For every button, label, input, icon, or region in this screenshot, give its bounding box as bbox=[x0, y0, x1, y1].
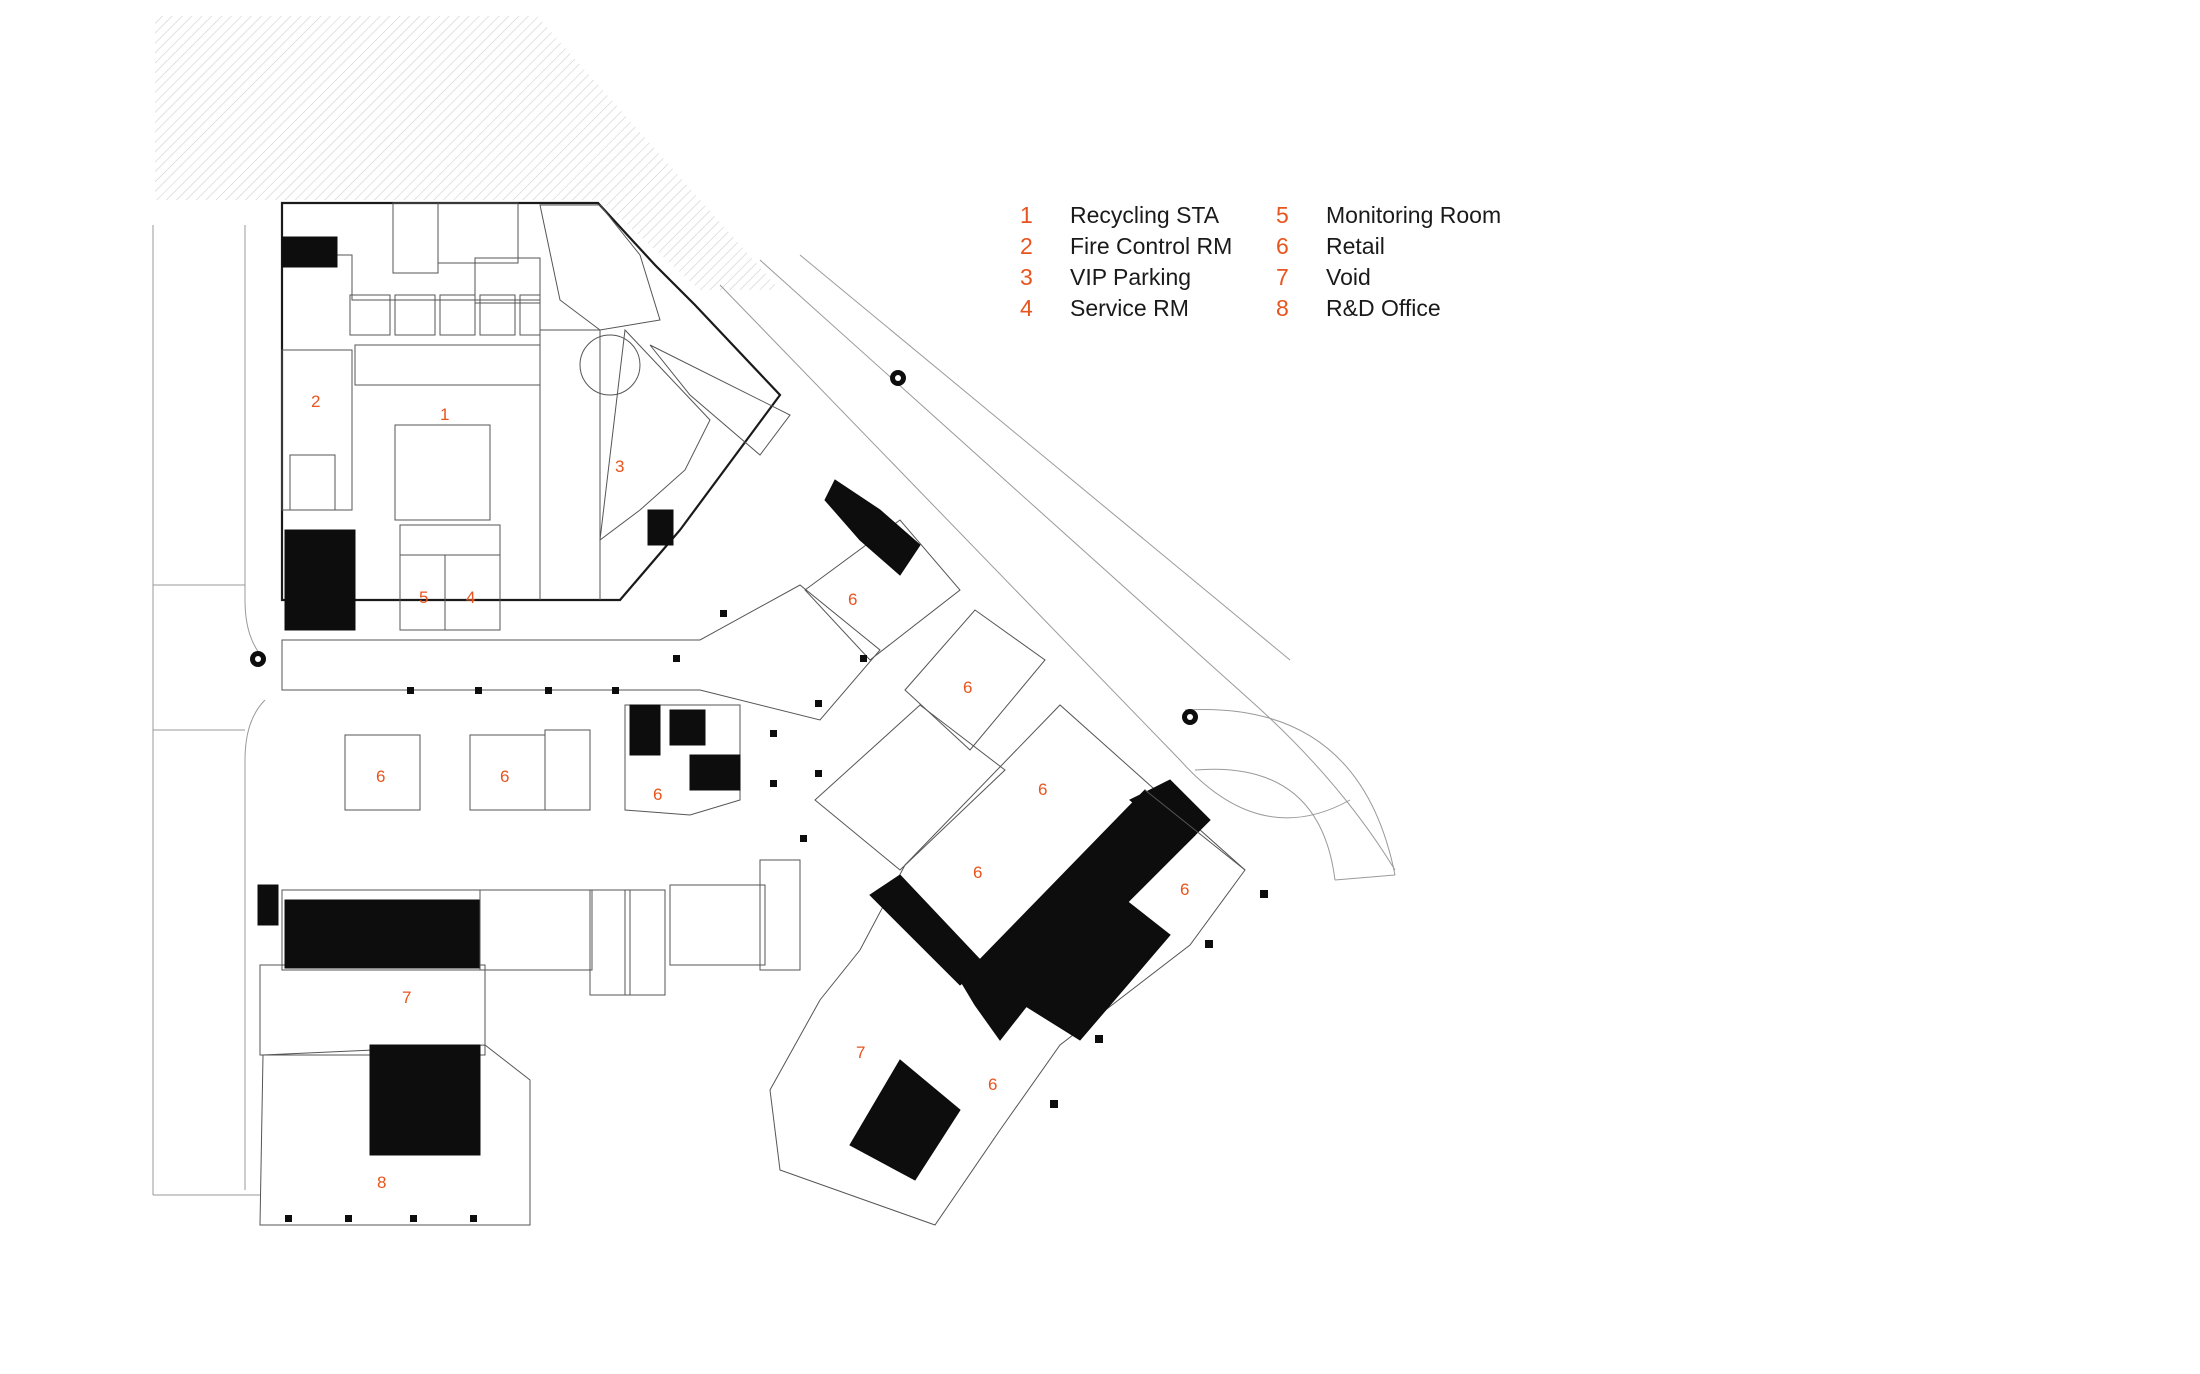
legend-label: Retail bbox=[1326, 232, 1385, 259]
legend-label: Service RM bbox=[1070, 294, 1189, 321]
southeast-building bbox=[769, 704, 1246, 1226]
room-label-retail: 6 bbox=[988, 1075, 997, 1094]
room-label-fire-control: 2 bbox=[311, 392, 320, 411]
legend-label: Monitoring Room bbox=[1326, 201, 1502, 228]
legend-label: Recycling STA bbox=[1070, 201, 1220, 228]
legend-number: 3 bbox=[1020, 263, 1033, 290]
legend-number: 5 bbox=[1276, 201, 1289, 228]
left-street-lines bbox=[152, 225, 266, 1196]
legend-number: 4 bbox=[1020, 294, 1033, 321]
legend-item: 1 Recycling STA bbox=[1020, 200, 1219, 230]
legend-item: 8 R&D Office bbox=[1276, 293, 1441, 323]
room-label-retail: 6 bbox=[973, 863, 982, 882]
legend-item: 6 Retail bbox=[1276, 231, 1385, 261]
legend-number: 6 bbox=[1276, 232, 1289, 259]
legend-label: VIP Parking bbox=[1070, 263, 1192, 290]
room-label-retail: 6 bbox=[1038, 780, 1047, 799]
legend-label: Void bbox=[1326, 263, 1371, 290]
legend-number: 2 bbox=[1020, 232, 1033, 259]
legend-number: 8 bbox=[1276, 294, 1289, 321]
legend-label: Fire Control RM bbox=[1070, 232, 1233, 259]
legend-item: 7 Void bbox=[1276, 262, 1371, 292]
legend-number: 7 bbox=[1276, 263, 1289, 290]
legend-item: 4 Service RM bbox=[1020, 293, 1189, 323]
room-labels: 1 2 3 4 5 6 6 6 6 6 6 6 6 6 7 7 8 bbox=[311, 392, 1189, 1192]
central-cores bbox=[629, 479, 921, 791]
hatched-landscape-area bbox=[155, 16, 780, 290]
room-label-rd-office: 8 bbox=[377, 1173, 386, 1192]
southwest-block bbox=[257, 884, 766, 1226]
legend-item: 5 Monitoring Room bbox=[1276, 200, 1501, 230]
right-road bbox=[719, 254, 1396, 881]
structural-columns bbox=[285, 610, 1268, 1222]
legend-number: 1 bbox=[1020, 201, 1033, 228]
room-label-monitoring: 5 bbox=[419, 588, 428, 607]
room-label-void: 7 bbox=[402, 988, 411, 1007]
room-label-vip-parking: 3 bbox=[615, 457, 624, 476]
legend: 1 Recycling STA 2 Fire Control RM 3 VIP … bbox=[1020, 200, 1540, 330]
room-label-retail: 6 bbox=[848, 590, 857, 609]
entrance-markers bbox=[250, 370, 1198, 725]
room-label-retail: 6 bbox=[1180, 880, 1189, 899]
legend-label: R&D Office bbox=[1326, 294, 1441, 321]
legend-item: 2 Fire Control RM bbox=[1020, 231, 1232, 261]
room-label-recycling: 1 bbox=[440, 405, 449, 424]
room-label-service: 4 bbox=[466, 588, 475, 607]
legend-item: 3 VIP Parking bbox=[1020, 262, 1191, 292]
room-label-retail: 6 bbox=[653, 785, 662, 804]
room-label-retail: 6 bbox=[500, 767, 509, 786]
room-label-retail: 6 bbox=[376, 767, 385, 786]
north-cores bbox=[281, 236, 674, 631]
room-label-retail: 6 bbox=[963, 678, 972, 697]
room-label-void: 7 bbox=[856, 1043, 865, 1062]
